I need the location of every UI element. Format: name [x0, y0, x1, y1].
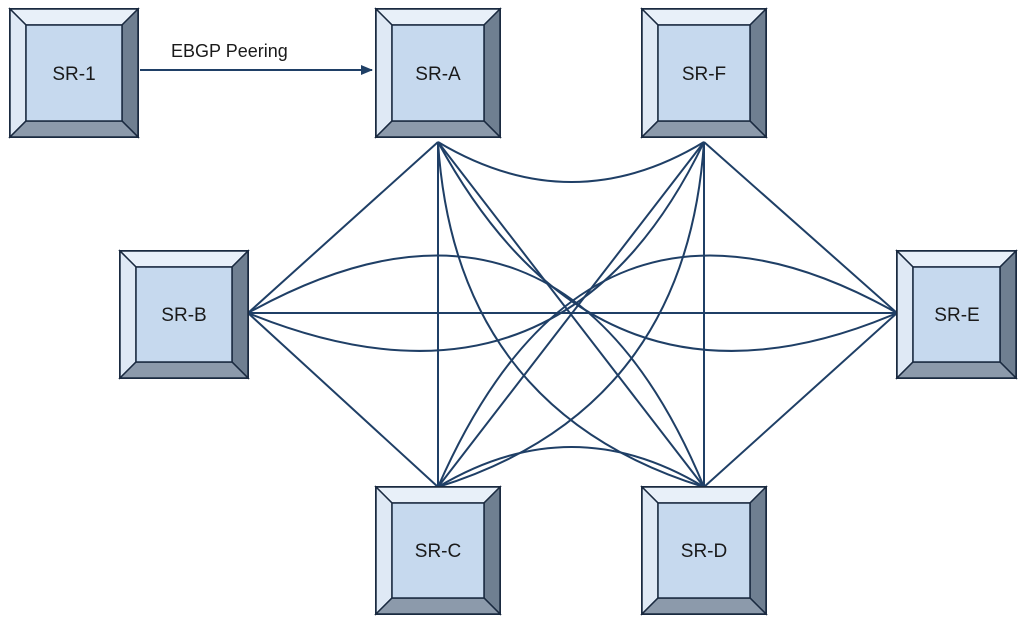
- router-label-sr-a: SR-A: [415, 64, 461, 85]
- ibgp-mesh: [247, 141, 898, 488]
- router-sr-f[interactable]: SR-F: [640, 7, 768, 139]
- router-label-sr-d: SR-D: [681, 541, 727, 562]
- link-srb-src: [247, 312, 439, 488]
- link-sra-srf: [437, 141, 705, 183]
- router-label-sr-e: SR-E: [934, 305, 979, 326]
- link-sra-srd-2: [437, 141, 705, 488]
- link-srb-srd: [247, 254, 705, 488]
- router-sr-e[interactable]: SR-E: [895, 249, 1018, 380]
- router-sr-a[interactable]: SR-A: [374, 7, 502, 139]
- router-sr-d[interactable]: SR-D: [640, 485, 768, 616]
- link-sre-srd: [703, 312, 898, 488]
- router-label-sr-c: SR-C: [415, 541, 461, 562]
- router-sr-b[interactable]: SR-B: [118, 249, 250, 380]
- router-label-sr-1: SR-1: [52, 64, 95, 85]
- router-sr-c[interactable]: SR-C: [374, 485, 502, 616]
- routers: SR-1 SR-A SR-F: [8, 7, 1018, 616]
- link-srf-sre: [703, 141, 898, 314]
- link-sra-sre: [437, 141, 898, 352]
- link-srf-src-2: [437, 141, 705, 488]
- router-label-sr-b: SR-B: [161, 305, 206, 326]
- router-label-sr-f: SR-F: [682, 64, 726, 85]
- ebgp-peering-label: EBGP Peering: [171, 41, 288, 61]
- router-sr-1[interactable]: SR-1: [8, 7, 140, 139]
- link-src-srd: [437, 446, 705, 488]
- link-srf-srb: [247, 141, 705, 352]
- link-sre-src: [437, 254, 898, 488]
- link-sra-srb: [247, 141, 439, 314]
- link-srf-src-1: [437, 141, 705, 488]
